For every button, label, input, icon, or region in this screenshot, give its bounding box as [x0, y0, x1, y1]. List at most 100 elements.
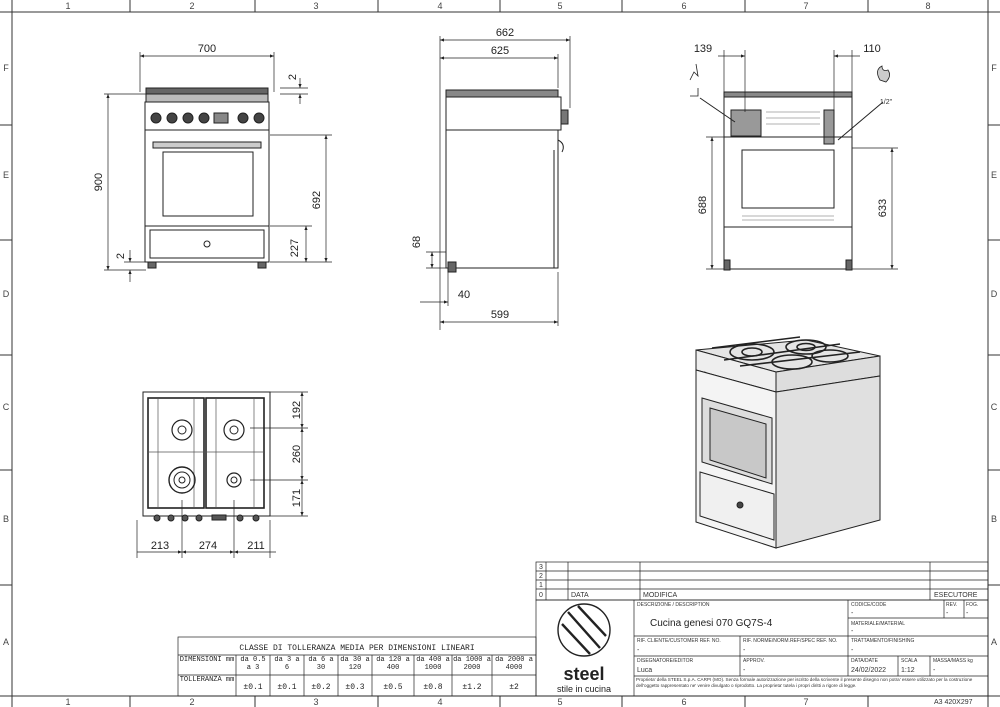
- col-label: 5: [557, 697, 562, 707]
- norm-ref-value: -: [743, 647, 746, 654]
- row-label: B: [991, 514, 997, 524]
- top-middle-row-label: 260: [291, 445, 303, 463]
- tolerance-range-cell: da 2000 a 4000: [495, 656, 533, 672]
- top-dimensions: [136, 391, 308, 558]
- col-label: 3: [313, 1, 318, 11]
- legal-notice: Proprieta' della STEEL S.p.A. CARPI (MO)…: [636, 677, 973, 688]
- col-label: 8: [925, 1, 930, 11]
- side-total-depth-label: 662: [496, 27, 514, 39]
- row-label: F: [991, 63, 997, 73]
- editor-label: DISEGNATORE/EDITOR: [637, 658, 694, 664]
- tolerance-dim-label: DIMENSIONI mm: [180, 656, 235, 664]
- brand-tagline: stile in cucina: [557, 684, 611, 694]
- top-burner-spacing-label: 274: [199, 540, 217, 552]
- rear-view: [689, 63, 890, 271]
- side-view: [445, 89, 569, 273]
- legal-notice-text: Proprieta' della STEEL S.p.A. CARPI (MO)…: [636, 677, 973, 688]
- front-drawer-height-label: 227: [289, 239, 301, 257]
- revision-table: [535, 561, 989, 601]
- tolerance-range: da 400 a 1000: [416, 656, 450, 672]
- top-right-offset-label: 211: [247, 540, 265, 552]
- tolerance-range: da 2000 a 4000: [495, 656, 533, 672]
- editor-value: Luca: [637, 667, 652, 674]
- side-depth-label: 599: [491, 309, 509, 321]
- tolerance-range-cell: da 6 a 30: [308, 656, 334, 672]
- finishing-value: -: [851, 647, 854, 654]
- front-height-label: 900: [93, 173, 105, 191]
- col-label: 4: [437, 1, 442, 11]
- col-label: 2: [189, 697, 194, 707]
- row-label: E: [991, 170, 997, 180]
- tolerance-value: ±1.2: [462, 683, 481, 692]
- side-foot-height-label: 68: [411, 236, 423, 248]
- tolerance-range: da 30 a 120: [340, 656, 370, 672]
- col-label: 3: [313, 697, 318, 707]
- rear-height-right-label: 633: [877, 199, 889, 217]
- rev-header: REV.: [946, 602, 957, 608]
- side-dimensions: [420, 36, 571, 330]
- title-block: [535, 599, 989, 697]
- col-label: 6: [681, 697, 686, 707]
- col-label: 4: [437, 697, 442, 707]
- front-view: [144, 87, 270, 269]
- revision-change-header: MODIFICA: [643, 592, 678, 599]
- row-label: A: [3, 637, 9, 647]
- front-oven-height-label: 692: [311, 191, 323, 209]
- date-label: DATA/DATE: [851, 658, 879, 664]
- col-label: 7: [803, 1, 808, 11]
- row-label: D: [3, 289, 10, 299]
- description-label: DESCRIZIONE / DESCRIPTION: [637, 602, 710, 608]
- material-label: MATERIALE/MATERIAL: [851, 621, 905, 627]
- norm-ref-label: RIF. NORME/NORM.REF/SPEC REF. NO.: [743, 638, 837, 644]
- tolerance-cells: da 0.5 a 3±0.1da 3 a 6±0.1da 6 a 30±0.2d…: [240, 656, 533, 692]
- tolerance-range: da 120 a 400: [376, 656, 410, 672]
- scale-label: SCALA: [901, 658, 918, 664]
- top-front-row-label: 192: [291, 401, 303, 419]
- grid-column-labels: 1 2 3 4 5 6 7 8 1 2 3 4 5 6 7: [65, 1, 930, 707]
- top-rear-row-label: 171: [291, 489, 303, 507]
- tolerance-range-cell: da 400 a 1000: [416, 656, 450, 672]
- isometric-view: [695, 336, 881, 549]
- rear-right-offset-label: 110: [863, 43, 881, 55]
- side-foot-offset-label: 40: [458, 289, 470, 301]
- front-top-gap-label: 2: [287, 74, 299, 80]
- revision-author-header: ESECUTORE: [934, 592, 978, 599]
- revision-date-header: DATA: [571, 592, 589, 599]
- rear-left-offset-label: 139: [694, 43, 712, 55]
- approval-label: APPROV.: [743, 658, 765, 664]
- revision-row: 1: [539, 582, 543, 589]
- row-label: C: [3, 402, 10, 412]
- front-dimensions: [104, 52, 332, 282]
- brand-name: steel: [563, 664, 604, 684]
- col-label: 2: [189, 1, 194, 11]
- sheet-value: -: [966, 610, 969, 617]
- col-label: 5: [557, 1, 562, 11]
- tolerance-value-label: TOLLERANZA mm: [180, 676, 235, 684]
- col-label: 7: [803, 697, 808, 707]
- tolerance-range: da 6 a 30: [308, 656, 334, 672]
- tolerance-range-cell: da 120 a 400: [376, 656, 410, 672]
- scale-value: 1:12: [901, 667, 915, 674]
- tolerance-range-cell: da 1000 a 2000: [453, 656, 491, 672]
- revision-row: 2: [539, 573, 543, 580]
- tolerance-value: ±0.1: [243, 683, 262, 692]
- control-knobs: [150, 112, 265, 124]
- burners: [168, 419, 245, 494]
- row-label: A: [991, 637, 997, 647]
- revision-row: 0: [539, 592, 543, 599]
- col-label: 1: [65, 697, 70, 707]
- tolerance-range-cell: da 30 a 120: [340, 656, 370, 672]
- tolerance-value: ±0.2: [311, 683, 330, 692]
- row-label: F: [3, 63, 9, 73]
- sheet-format: A3 420X297: [934, 699, 973, 706]
- row-label: D: [991, 289, 998, 299]
- col-label: 1: [65, 1, 70, 11]
- tolerance-value: ±0.8: [423, 683, 442, 692]
- gas-connection-label: 1/2": [880, 99, 893, 106]
- rev-value: -: [946, 610, 949, 617]
- mass-value: -: [933, 667, 936, 674]
- tolerance-value: ±0.1: [277, 683, 296, 692]
- tolerance-range: da 3 a 6: [274, 656, 300, 672]
- code-value: -: [851, 610, 854, 617]
